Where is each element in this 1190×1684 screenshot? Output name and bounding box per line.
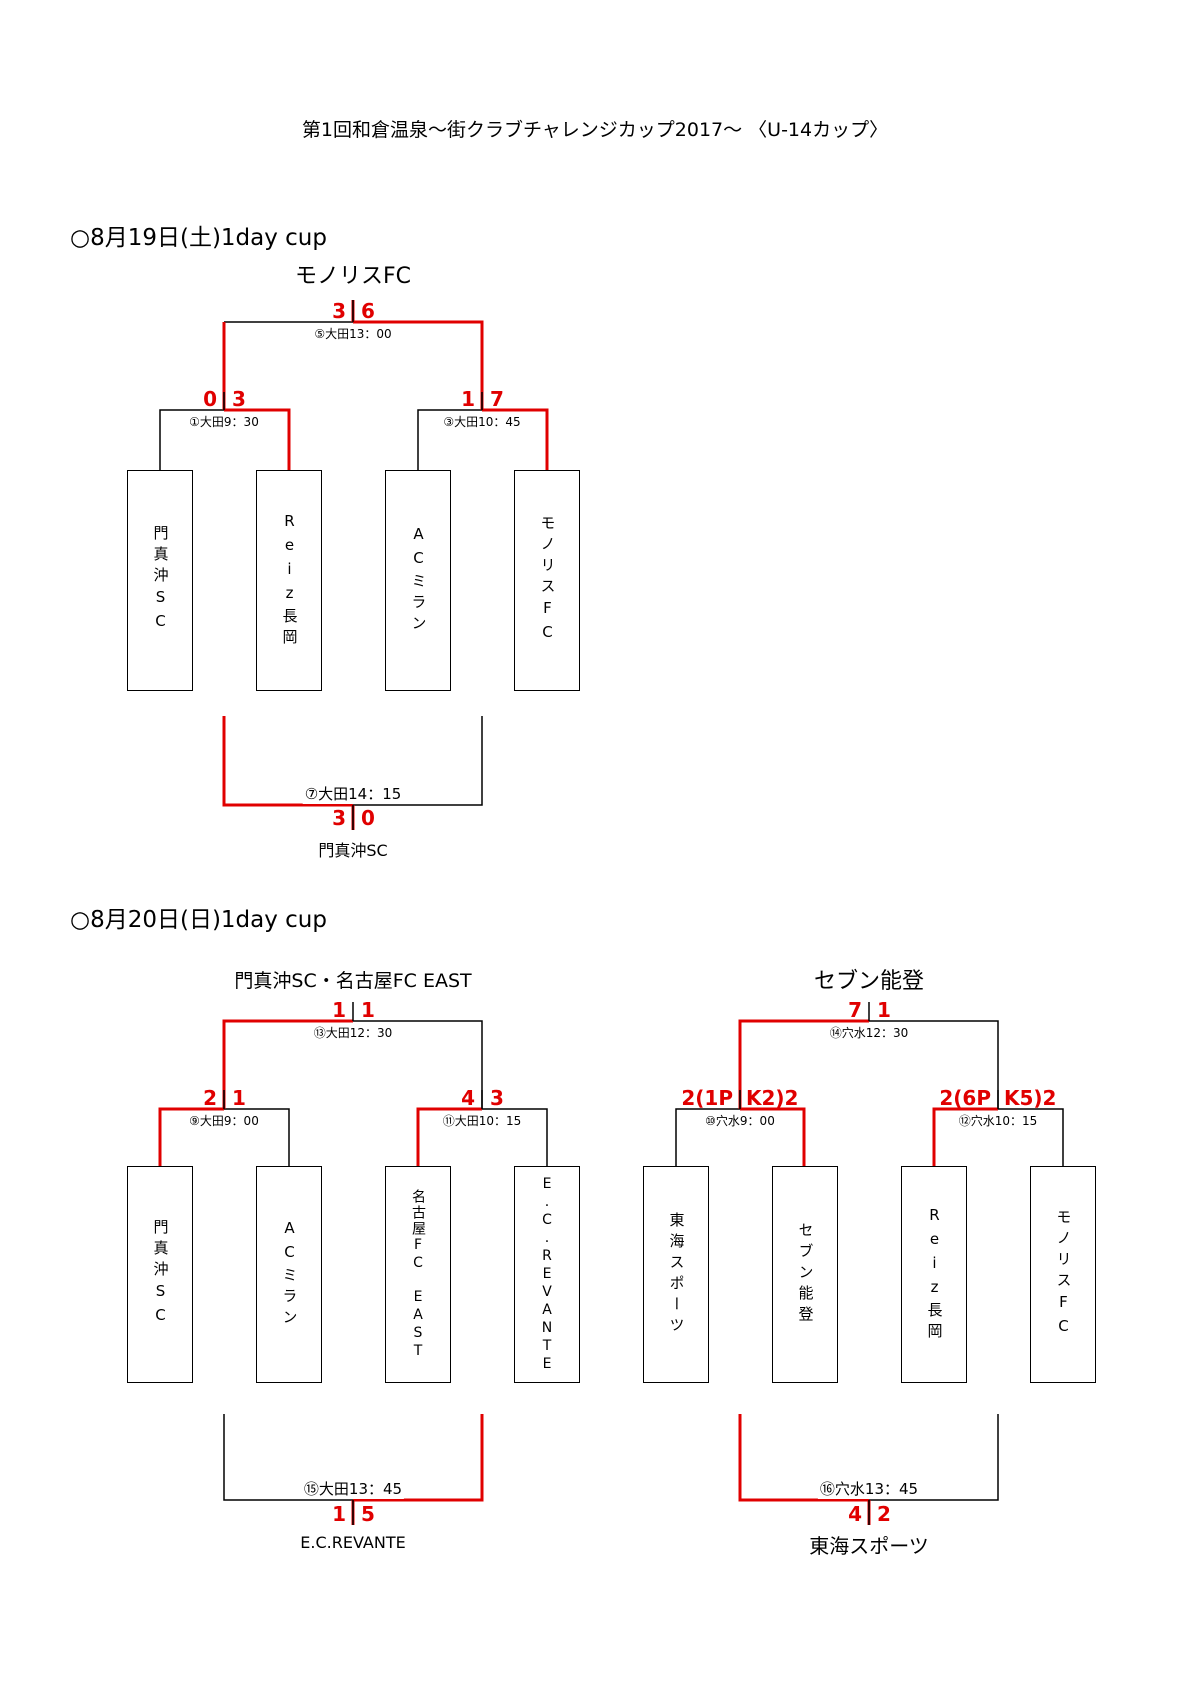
- m7-place: 門真沖SC: [318, 841, 388, 860]
- m7-score-left: 3: [332, 806, 346, 830]
- m10-label: ⑩穴水9：00: [703, 1112, 777, 1129]
- line-m12-right: [998, 1108, 1064, 1166]
- line-m3-left: [417, 409, 482, 470]
- m1-score-left: 0: [203, 387, 217, 411]
- team-name: モノリスFC: [538, 514, 557, 647]
- win-m1: [224, 408, 291, 470]
- m7-score-right: 0: [361, 806, 375, 830]
- day1-champion: モノリスFC: [294, 264, 412, 289]
- m13-label: ⑬大田12：30: [311, 1024, 395, 1041]
- m13-score-left: 1: [332, 998, 346, 1022]
- win-m3: [482, 408, 549, 470]
- line-m15-left: [223, 1414, 353, 1501]
- win-m16: [738, 1414, 869, 1502]
- team-name: ACミラン: [280, 1219, 299, 1330]
- day2-team-box: Reiz長岡: [901, 1166, 967, 1383]
- m11-score-left: 4: [461, 1086, 475, 1110]
- m10-score-left: 2(1P: [681, 1086, 733, 1110]
- m11-label: ⑪大田10：15: [440, 1112, 524, 1129]
- team-name: Reiz長岡: [925, 1205, 944, 1344]
- team-name: 名古屋FC EAST: [410, 1188, 426, 1361]
- m16-score-left: 4: [848, 1502, 862, 1526]
- m3-score-right: 7: [490, 387, 504, 411]
- day2-team-box: セブン能登: [772, 1166, 838, 1383]
- line-m9-right: [224, 1108, 290, 1166]
- team-name: 門真沖SC: [151, 525, 170, 636]
- day1-team-box: モノリスFC: [514, 470, 580, 691]
- m12-score-right: K5)2: [1004, 1086, 1057, 1110]
- day2-team-box: 名古屋FC EAST: [385, 1166, 451, 1383]
- day2-team-box: モノリスFC: [1030, 1166, 1096, 1383]
- m5-score-right: 6: [361, 299, 375, 323]
- win-m14: [738, 1019, 869, 1109]
- m15-place: E.C.REVANTE: [300, 1533, 406, 1552]
- m10-score-right: K2)2: [746, 1086, 799, 1110]
- team-name: 門真沖SC: [151, 1219, 170, 1330]
- team-name: Reiz長岡: [280, 511, 299, 650]
- line-m11-right: [482, 1108, 548, 1166]
- m15-score-right: 5: [361, 1502, 375, 1526]
- m9-score-right: 1: [232, 1086, 246, 1110]
- line-m10-left: [675, 1108, 740, 1166]
- day1-team-box: ACミラン: [385, 470, 451, 691]
- day2-team-box: 東海スポーツ: [643, 1166, 709, 1383]
- m9-score-left: 2: [203, 1086, 217, 1110]
- team-name: ACミラン: [409, 525, 428, 636]
- day2-team-box: ACミラン: [256, 1166, 322, 1383]
- blockB-champion: セブン能登: [813, 969, 925, 994]
- day2-team-box: E.C.REVANTE: [514, 1166, 580, 1383]
- m1-score-right: 3: [232, 387, 246, 411]
- line-m7-right: [353, 716, 483, 806]
- line-m13-right: [353, 1020, 483, 1109]
- m1-label: ①大田9：30: [187, 413, 261, 430]
- m16-place: 東海スポーツ: [809, 1534, 929, 1558]
- m9-label: ⑨大田9：00: [187, 1112, 261, 1129]
- team-name: 東海スポーツ: [667, 1211, 686, 1338]
- m3-score-left: 1: [461, 387, 475, 411]
- m15-label: ⑮大田13：45: [301, 1478, 405, 1499]
- m12-label: ⑫穴水10：15: [956, 1112, 1040, 1129]
- m14-score-right: 1: [877, 998, 891, 1022]
- m14-label: ⑭穴水12：30: [827, 1024, 911, 1041]
- win-m13: [222, 1019, 353, 1109]
- day1-team-box: 門真沖SC: [127, 470, 193, 691]
- line-m16-right: [869, 1414, 999, 1501]
- m3-label: ③大田10：45: [441, 413, 523, 430]
- m12-score-left: 2(6P: [939, 1086, 991, 1110]
- blockA-champion: 門真沖SC・名古屋FC EAST: [234, 970, 472, 992]
- day1-team-box: Reiz長岡: [256, 470, 322, 691]
- win-m10: [740, 1107, 806, 1166]
- win-m9: [158, 1107, 224, 1166]
- team-name: モノリスFC: [1054, 1208, 1073, 1341]
- m16-score-right: 2: [877, 1502, 891, 1526]
- m15-score-left: 1: [332, 1502, 346, 1526]
- day1-heading: ○8月19日(土)1day cup: [70, 225, 327, 251]
- win-m12: [932, 1107, 998, 1166]
- m14-score-left: 7: [848, 998, 862, 1022]
- m5-label: ⑤大田13：00: [312, 325, 394, 342]
- m5-score-left: 3: [332, 299, 346, 323]
- m7-label: ⑦大田14：15: [302, 783, 404, 804]
- win-m11: [416, 1107, 482, 1166]
- team-name: E.C.REVANTE: [539, 1175, 555, 1374]
- day2-team-box: 門真沖SC: [127, 1166, 193, 1383]
- day2-heading: ○8月20日(日)1day cup: [70, 907, 327, 933]
- team-name: セブン能登: [796, 1222, 815, 1327]
- m16-label: ⑯穴水13：45: [817, 1478, 921, 1499]
- m13-score-right: 1: [361, 998, 375, 1022]
- line-m14-right: [869, 1020, 999, 1109]
- page-title: 第1回和倉温泉～街クラブチャレンジカップ2017～ 〈U-14カップ〉: [301, 119, 889, 141]
- win-m15: [353, 1414, 484, 1502]
- win-m7: [222, 716, 353, 807]
- m11-score-right: 3: [490, 1086, 504, 1110]
- line-m1-left: [159, 409, 224, 470]
